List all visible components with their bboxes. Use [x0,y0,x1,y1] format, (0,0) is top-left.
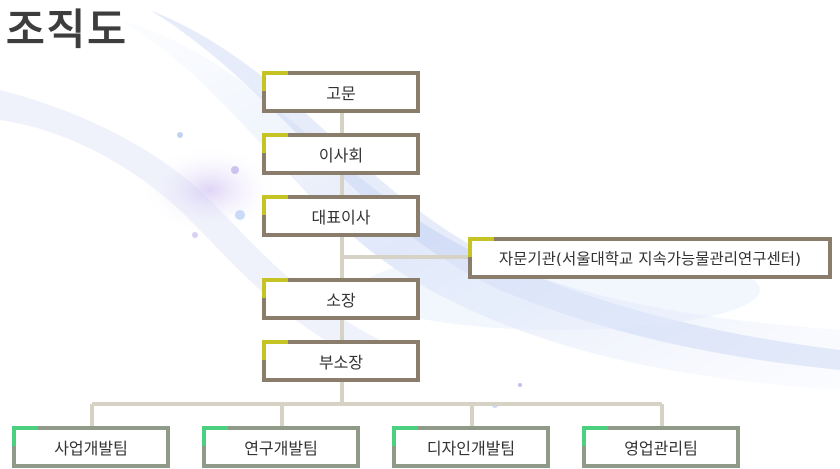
node-advisor: 고문 [262,71,420,113]
page-title: 조직도 [6,5,128,54]
node-board-label: 이사회 [318,146,364,165]
node-advisor-label: 고문 [326,84,356,103]
team-business-development: 사업개발팀 [12,426,170,468]
team-research-development: 연구개발팀 [202,426,360,468]
team-label: 디자인개발팀 [426,439,516,458]
node-ceo-label: 대표이사 [311,208,371,227]
node-ceo: 대표이사 [262,195,420,237]
node-vice-director: 부소장 [262,340,420,382]
team-label: 영업관리팀 [624,439,698,458]
team-label: 연구개발팀 [244,439,318,458]
node-director-label: 소장 [326,291,356,310]
team-label: 사업개발팀 [54,439,128,458]
team-sales-management: 영업관리팀 [582,426,740,468]
node-advisory-org: 자문기관(서울대학교 지속가능물관리연구센터) [468,237,832,279]
node-board: 이사회 [262,133,420,175]
team-design-development: 디자인개발팀 [392,426,550,468]
node-vice-director-label: 부소장 [318,353,364,372]
node-advisory-org-label: 자문기관(서울대학교 지속가능물관리연구센터) [498,250,802,268]
node-director: 소장 [262,278,420,320]
